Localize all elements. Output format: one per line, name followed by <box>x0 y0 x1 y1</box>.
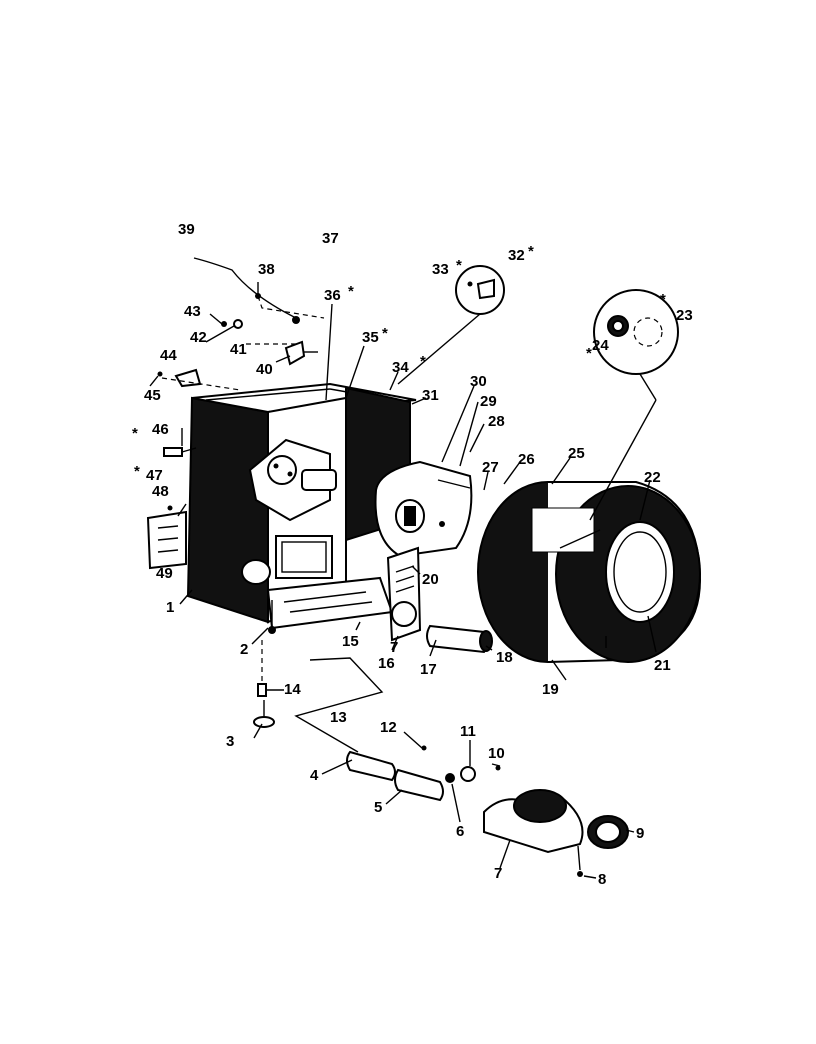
callout-46: 46 <box>152 421 169 438</box>
callout-44: 44 <box>160 347 177 364</box>
callout-43: 43 <box>184 303 201 320</box>
callout-1: 1 <box>166 599 174 616</box>
callout-34: 34 <box>392 359 409 376</box>
callout-19: 19 <box>542 681 559 698</box>
asterisk-mark: * <box>420 353 426 370</box>
callout-8: 8 <box>598 871 606 888</box>
callout-42: 42 <box>190 329 207 346</box>
callout-13: 13 <box>330 709 347 726</box>
callout-27: 27 <box>482 459 499 476</box>
callout-5: 5 <box>374 799 382 816</box>
callout-26: 26 <box>518 451 535 468</box>
callout-7-duct: 7 <box>390 639 398 656</box>
blower-housing-front <box>374 460 473 558</box>
motor-assembly <box>294 657 629 877</box>
callout-36: 36 <box>324 287 341 304</box>
exhaust-duct <box>386 546 422 642</box>
detail-circle-top <box>397 265 505 385</box>
callout-2: 2 <box>240 641 248 658</box>
asterisk-mark: * <box>348 283 354 300</box>
callout-17: 17 <box>420 661 437 678</box>
asterisk-mark: * <box>132 425 138 442</box>
wire-harness <box>193 257 325 366</box>
callout-labels: 1 2 3 4 5 6 7 8 9 10 11 12 13 14 15 16 7… <box>144 221 693 888</box>
callout-40: 40 <box>256 361 273 378</box>
callout-31: 31 <box>422 387 439 404</box>
callout-6: 6 <box>456 823 464 840</box>
asterisk-mark: * <box>586 345 592 362</box>
drum <box>477 481 702 663</box>
asterisk-mark: * <box>382 325 388 342</box>
callout-7-blower: 7 <box>494 865 502 882</box>
callout-24: 24 <box>592 337 609 354</box>
detail-circle-drum <box>589 289 679 521</box>
callout-29: 29 <box>480 393 497 410</box>
callout-37: 37 <box>322 230 339 247</box>
callout-30: 30 <box>470 373 487 390</box>
callout-20: 20 <box>422 571 439 588</box>
callout-4: 4 <box>310 767 319 784</box>
callout-32: 32 <box>508 247 525 264</box>
callout-14: 14 <box>284 681 301 698</box>
callout-38: 38 <box>258 261 275 278</box>
callout-3: 3 <box>226 733 234 750</box>
callout-33: 33 <box>432 261 449 278</box>
leader-lines <box>149 282 657 879</box>
callout-35: 35 <box>362 329 379 346</box>
callout-48: 48 <box>152 483 169 500</box>
callout-15: 15 <box>342 633 359 650</box>
callout-49: 49 <box>156 565 173 582</box>
callout-47: 47 <box>146 467 163 484</box>
callout-28: 28 <box>488 413 505 430</box>
asterisk-mark: * <box>660 291 666 308</box>
callout-9: 9 <box>636 825 644 842</box>
callout-12: 12 <box>380 719 397 736</box>
callout-41: 41 <box>230 341 247 358</box>
heater-element <box>426 624 493 654</box>
asterisk-mark: * <box>134 463 140 480</box>
side-small-parts <box>146 368 241 570</box>
asterisk-marks: * * * * * * * * * <box>132 243 666 480</box>
callout-25: 25 <box>568 445 585 462</box>
callout-39: 39 <box>178 221 195 238</box>
callout-45: 45 <box>144 387 161 404</box>
asterisk-mark: * <box>456 257 462 274</box>
callout-16: 16 <box>378 655 395 672</box>
callout-10: 10 <box>488 745 505 762</box>
callout-21: 21 <box>654 657 671 674</box>
callout-11: 11 <box>460 723 476 740</box>
asterisk-mark: * <box>528 243 534 260</box>
callout-18: 18 <box>496 649 513 666</box>
callout-23: 23 <box>676 307 693 324</box>
cabinet <box>186 382 417 634</box>
callout-22: 22 <box>644 469 661 486</box>
leveling-leg <box>253 640 275 728</box>
